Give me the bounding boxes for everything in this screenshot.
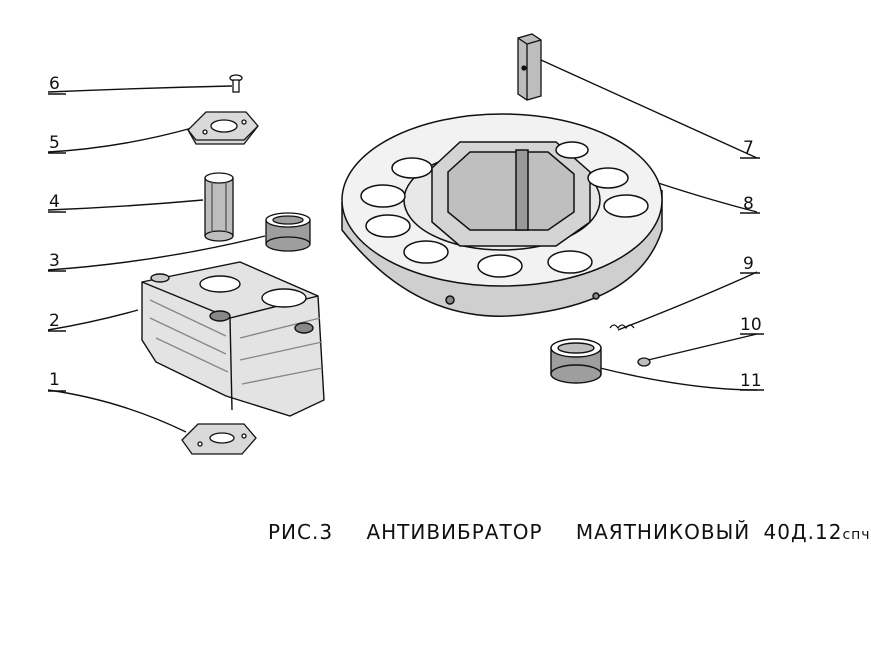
part-number-2: 2 [49, 311, 60, 331]
part-number-11: 11 [740, 371, 762, 391]
part-6-screw [229, 74, 243, 93]
leader-line-8 [654, 181, 758, 213]
leader-line-9 [617, 271, 758, 331]
part-number-1: 1 [49, 370, 60, 390]
figure-label: РИС.3 [268, 520, 334, 544]
leader-line-11 [599, 367, 758, 391]
part-number-8: 8 [743, 194, 754, 214]
part-11-sleeve [550, 338, 602, 384]
leader-line-6 [47, 85, 233, 93]
leader-line-2 [47, 309, 139, 331]
leader-line-10 [647, 333, 758, 361]
title-word-2: МАЯТНИКОВЫЙ [575, 520, 751, 544]
part-2-pendulum-body [141, 261, 325, 417]
drawing-code: 40Д.12 [763, 520, 843, 544]
part-number-6: 6 [49, 74, 60, 94]
leader-line-5 [47, 127, 193, 153]
part-3-ring [265, 212, 311, 252]
part-number-5: 5 [49, 133, 60, 153]
part-5-cover-plate [187, 111, 259, 145]
figure-caption: РИС.3 АНТИВИБРАТОР МАЯТНИКОВЫЙ 40Д.12спч [268, 520, 871, 544]
part-number-3: 3 [49, 251, 60, 271]
part-8-antivibrator-disc [341, 113, 663, 317]
title-word-1: АНТИВИБРАТОР [366, 520, 543, 544]
part-number-10: 10 [740, 315, 762, 335]
part-7-key [517, 33, 542, 101]
part-9-spring [609, 324, 635, 330]
part-number-9: 9 [743, 254, 754, 274]
drawing-code-suffix: спч [842, 527, 871, 543]
leader-line-7 [540, 59, 758, 159]
part-1-lower-plate [181, 423, 257, 455]
part-4-bushing [204, 172, 234, 242]
part-10-screw [637, 357, 651, 367]
part-number-7: 7 [743, 138, 754, 158]
leader-line-4 [47, 199, 204, 211]
leader-line-3 [47, 235, 266, 271]
part-number-4: 4 [49, 192, 60, 212]
leader-line-1 [47, 389, 187, 433]
